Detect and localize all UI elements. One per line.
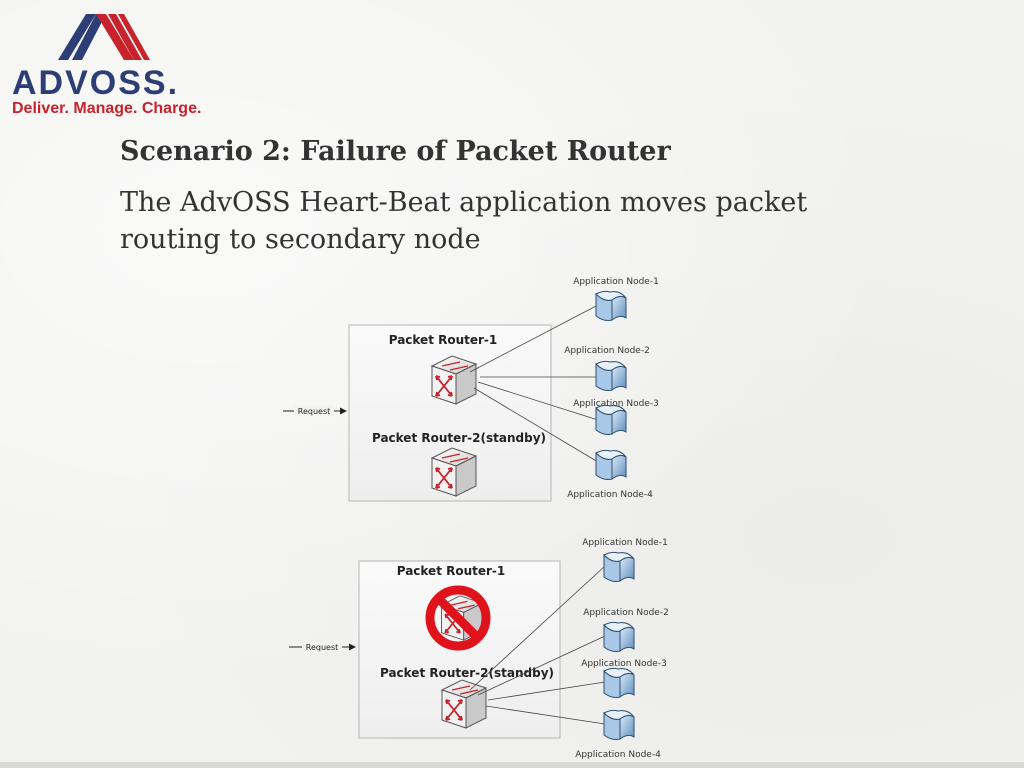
no-entry-icon [425, 585, 491, 651]
app-node-2-label: Application Node-2 [564, 346, 650, 356]
app-node-4-label: Application Node-4 [575, 750, 661, 760]
application-node-icon [603, 621, 635, 652]
application-node-icon [595, 290, 627, 321]
subtitle-line: routing to secondary node [120, 224, 481, 255]
application-node-icon [603, 709, 635, 740]
router-1-label: Packet Router-1 [389, 333, 498, 347]
advoss-logo: ADVOSS. Deliver. Manage. Charge. [8, 8, 202, 123]
slide-subtitle: The AdvOSS Heart-Beat application moves … [120, 184, 880, 258]
app-node-3-label: Application Node-3 [581, 659, 667, 669]
application-node-icon [595, 360, 627, 391]
application-node-icon [595, 449, 627, 480]
router-1-label: Packet Router-1 [397, 564, 506, 578]
failed-router [425, 585, 491, 651]
app-node-4-label: Application Node-4 [567, 490, 653, 500]
router-links [469, 565, 606, 725]
logo-wordmark: ADVOSS. [12, 64, 180, 102]
app-node-1-label: Application Node-1 [582, 538, 668, 548]
diagram-failover: Packet Router-1 Packet Router-2(standby)… [289, 538, 669, 760]
router-links [469, 304, 599, 463]
request-label: Request [298, 407, 331, 416]
diagram-normal-operation: Packet Router-1 Packet Router-2(standby)… [283, 277, 659, 502]
request-label: Request [306, 643, 339, 652]
application-node-icon [603, 667, 635, 698]
app-node-3-label: Application Node-3 [573, 399, 659, 409]
router-icon [441, 679, 487, 729]
subtitle-line: The AdvOSS Heart-Beat application moves … [120, 187, 808, 218]
application-node-icon [595, 404, 627, 435]
app-node-2-label: Application Node-2 [583, 608, 669, 618]
app-node-1-label: Application Node-1 [573, 277, 659, 287]
router-2-label: Packet Router-2(standby) [372, 431, 546, 445]
slide-title: Scenario 2: Failure of Packet Router [120, 136, 671, 167]
slide-bottom-border [0, 762, 1024, 768]
router-icon [431, 355, 477, 405]
router-2-label: Packet Router-2(standby) [380, 666, 554, 680]
application-node-icon [603, 551, 635, 582]
logo-mark-icon [58, 14, 150, 60]
router-icon [431, 447, 477, 497]
logo-tagline: Deliver. Manage. Charge. [12, 100, 202, 117]
